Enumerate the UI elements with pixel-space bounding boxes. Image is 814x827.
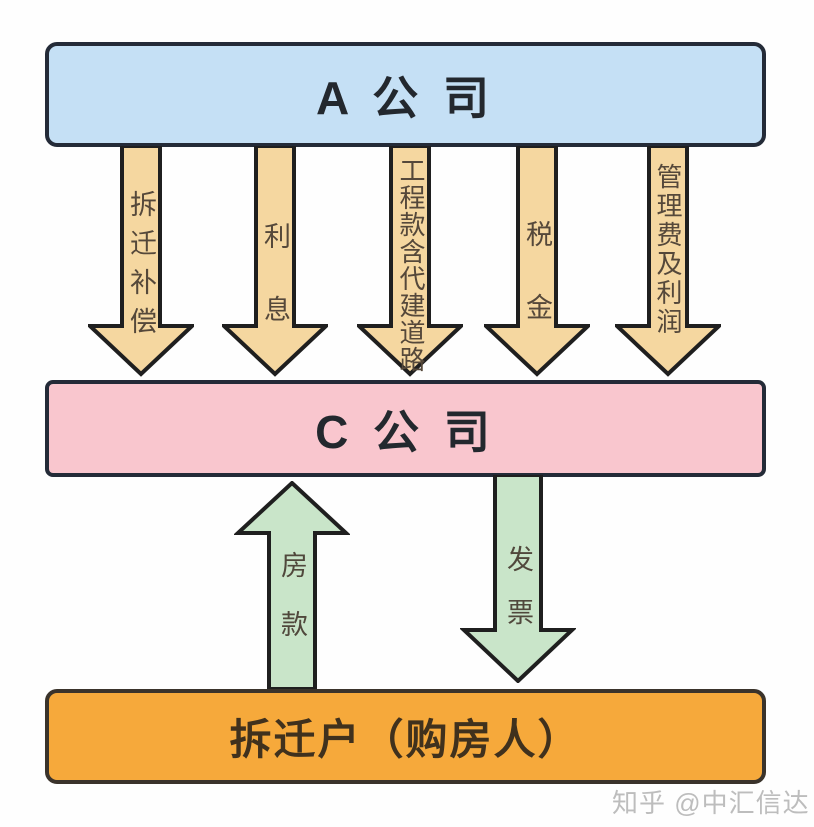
down-arrow-icon <box>615 146 721 377</box>
buyers-label: 拆迁户（购房人） <box>229 716 582 763</box>
down-arrow-icon <box>460 475 576 683</box>
flow-label-demolition-compensation: 拆迁补偿 <box>126 190 156 346</box>
down-arrow-icon <box>357 146 463 377</box>
buyers-box: 拆迁户（购房人） <box>45 689 766 784</box>
down-arrow-icon <box>88 146 194 377</box>
flow-label-house-payment: 房款 <box>277 551 307 669</box>
company-a-label: A 公 司 <box>315 71 496 124</box>
company-a-box: A 公 司 <box>45 42 766 147</box>
flow-label-construction-payment: 工程款含代建道路 <box>396 157 425 373</box>
down-arrow-icon <box>222 146 328 377</box>
flow-label-interest: 利息 <box>260 222 290 368</box>
down-arrow-icon <box>484 146 590 377</box>
watermark-text: 知乎 @中汇信达 <box>612 788 810 818</box>
company-c-label: C 公 司 <box>315 405 496 458</box>
flow-label-invoice: 发票 <box>503 545 533 651</box>
flow-label-tax: 税金 <box>522 220 552 366</box>
company-c-box: C 公 司 <box>45 380 766 477</box>
flow-label-management-fee-profit: 管理费及利润 <box>653 163 682 337</box>
up-arrow-icon <box>234 481 350 689</box>
